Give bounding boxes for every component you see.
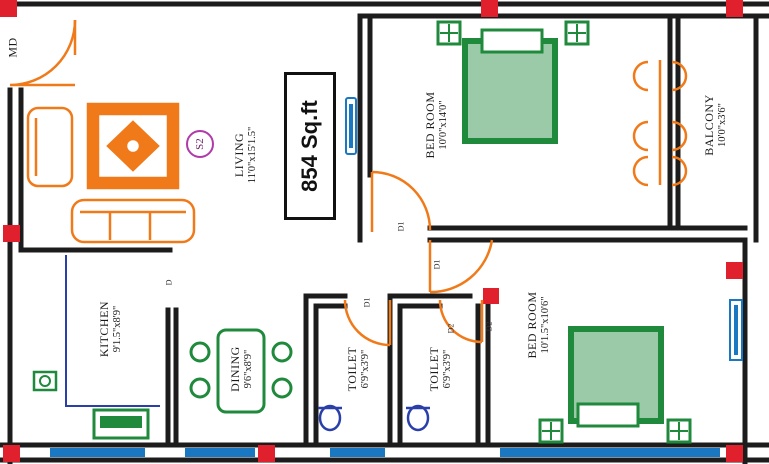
balcony-doors (632, 60, 688, 187)
unit-badge: S2 (186, 130, 214, 158)
bedroom1-dims: 10'0"x14'0" (438, 100, 449, 150)
dining-set (189, 328, 293, 414)
kitchen-name: KITCHEN (97, 300, 111, 358)
door-code: D1 (432, 259, 442, 270)
area-box (284, 72, 336, 220)
living-name: LIVING (232, 132, 246, 178)
toilet-fixtures (318, 404, 430, 432)
living-dims: 11'0"x15'1.5" (247, 126, 258, 184)
toilet2-label: TOILET 6'9"x3'9" (427, 329, 453, 409)
md-label: MD (6, 35, 21, 61)
living-furniture (26, 102, 196, 244)
balcony-name: BALCONY (702, 94, 716, 156)
toilet1-name: TOILET (345, 346, 359, 392)
door-code: D (164, 279, 174, 286)
dining-name: DINING (228, 346, 242, 392)
bedroom2-dims: 10'1.5"x10'6" (540, 296, 551, 354)
md-name: MD (5, 37, 20, 58)
kitchen-label: KITCHEN 9'1.5"x8'9" (97, 279, 123, 379)
toilet1-label: TOILET 6'9"x3'9" (345, 329, 371, 409)
door-code: D2 (484, 321, 494, 332)
kitchen-dims: 9'1.5"x8'9" (112, 305, 123, 353)
toilet2-name: TOILET (427, 346, 441, 392)
balcony-dims: 10'0"x3'6" (717, 103, 728, 147)
toilet1-dims: 6'9"x3'9" (360, 349, 371, 389)
bedroom2-label: BED ROOM 10'1.5"x10'6" (525, 265, 551, 385)
living-label: LIVING 11'0"x15'1.5" (232, 100, 258, 210)
dining-dims: 9'6"x8'9" (243, 349, 254, 389)
dining-label: DINING 9'6"x8'9" (228, 324, 254, 414)
bed-2 (538, 326, 692, 444)
door-code: D1 (362, 297, 372, 308)
area-label: 854 Sq.ft (297, 100, 322, 192)
bedroom2-name: BED ROOM (525, 291, 539, 359)
unit-badge-text: S2 (194, 138, 206, 150)
windows (50, 97, 743, 457)
balcony-label: BALCONY 10'0"x3'6" (702, 70, 728, 180)
door-code: D2 (446, 323, 456, 334)
bedroom1-name: BED ROOM (423, 91, 437, 159)
kitchen-fixtures (32, 255, 160, 440)
doors (9, 19, 494, 347)
columns (0, 0, 743, 462)
bed-1 (436, 20, 590, 144)
toilet2-dims: 6'9"x3'9" (442, 349, 453, 389)
bedroom1-label: BED ROOM 10'0"x14'0" (423, 65, 449, 185)
door-code: D1 (396, 221, 406, 232)
